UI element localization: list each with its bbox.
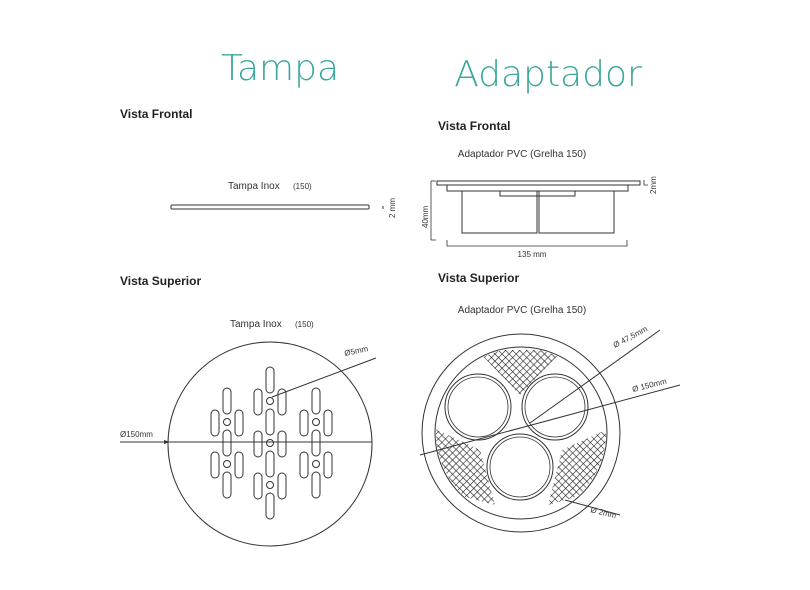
adaptador-holes: [444, 373, 589, 501]
tampa-top-label: Tampa Inox: [230, 319, 282, 330]
slot: [299, 451, 309, 479]
hole: [266, 481, 274, 489]
tampa-diameter: Ø150mm: [120, 430, 153, 439]
adaptador-front-label: Adaptador PVC (Grelha 150): [458, 149, 586, 160]
slot: [222, 387, 232, 415]
slot: [234, 409, 244, 437]
slot: [253, 430, 263, 458]
adaptador-height: 40mm: [421, 205, 430, 228]
adaptador-lip: 2mm: [649, 176, 658, 194]
tampa-thickness: 2 mm: [388, 198, 397, 218]
tampa-plate: [170, 204, 370, 210]
tampa-hole-diameter: Ø5mm: [344, 344, 370, 358]
slot: [277, 472, 287, 500]
hole: [312, 418, 320, 426]
adaptador-title: Adaptador: [454, 54, 642, 95]
hole: [266, 397, 274, 405]
adaptador-front-view: Vista Frontal Adaptador PVC (Grelha 150)…: [421, 119, 658, 259]
adaptador-top-label: Adaptador PVC (Grelha 150): [458, 305, 586, 316]
slot: [253, 472, 263, 500]
slot: [222, 471, 232, 499]
hole: [223, 418, 231, 426]
slot: [311, 471, 321, 499]
tampa-top-size: (150): [295, 320, 314, 329]
slot: [265, 492, 275, 520]
slot: [210, 451, 220, 479]
tampa-top-view: Vista Superior Tampa Inox (150) Ø150mm Ø…: [120, 274, 377, 547]
adaptador-diameter: Ø 150mm: [631, 377, 668, 394]
tampa-front-label: Tampa Inox: [228, 181, 280, 192]
tampa-front-view: Vista Frontal Tampa Inox (150) 2 mm: [120, 107, 397, 218]
slot: [234, 451, 244, 479]
tampa-front-size: (150): [293, 182, 312, 191]
tampa-top-heading: Vista Superior: [120, 274, 201, 288]
adaptador-front-heading: Vista Frontal: [438, 119, 510, 133]
adaptador-hole-diameter: Ø 47,5mm: [612, 324, 649, 350]
slot: [222, 429, 232, 457]
slot: [299, 409, 309, 437]
slot: [277, 430, 287, 458]
slot: [323, 451, 333, 479]
tampa-front-heading: Vista Frontal: [120, 107, 192, 121]
tampa-slots: [210, 366, 333, 520]
slot: [265, 408, 275, 436]
adaptador-mesh-diameter: Ø 2mm: [590, 505, 618, 520]
adaptador-outline: [421, 333, 621, 533]
slot: [311, 429, 321, 457]
slot: [323, 409, 333, 437]
adaptador-top-view: Vista Superior Adaptador PVC (Grelha 150…: [419, 271, 681, 533]
hole: [312, 460, 320, 468]
tampa-outline: [167, 341, 373, 547]
hole: [266, 439, 274, 447]
slot: [210, 409, 220, 437]
tampa-title: Tampa: [221, 48, 339, 89]
slot: [277, 388, 287, 416]
slot: [265, 450, 275, 478]
slot: [265, 366, 275, 394]
slot: [253, 388, 263, 416]
slot: [311, 387, 321, 415]
adaptador-width: 135 mm: [518, 250, 547, 259]
adaptador-top-heading: Vista Superior: [438, 271, 519, 285]
hole: [223, 460, 231, 468]
